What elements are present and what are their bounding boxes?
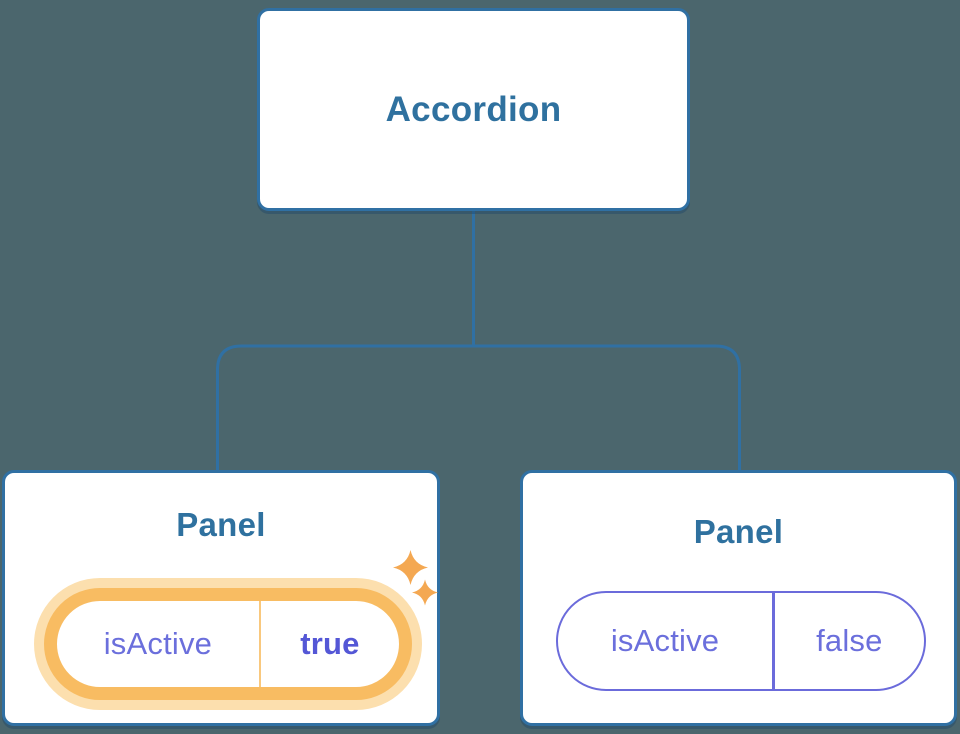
prop-value: false <box>816 623 883 658</box>
panel-node-active: Panel isActive true <box>2 470 440 726</box>
prop-name-cell: isActive <box>57 601 259 687</box>
prop-value-cell: true <box>261 601 399 687</box>
sparkle-icon <box>412 579 438 606</box>
prop-name: isActive <box>103 626 213 661</box>
panel-node-inactive: Panel isActive false <box>520 470 957 726</box>
prop-value-cell: false <box>775 593 924 689</box>
panel-inactive-label: Panel <box>693 513 784 550</box>
prop-name: isActive <box>610 623 720 658</box>
state-pill-active: isActive true <box>44 588 412 700</box>
prop-name-cell: isActive <box>558 593 772 689</box>
connector-branches <box>216 344 741 471</box>
prop-value: true <box>300 626 360 661</box>
accordion-node-label: Accordion <box>385 89 562 129</box>
accordion-node: Accordion <box>257 8 690 211</box>
pill-divider <box>258 601 261 687</box>
state-pill-inactive: isActive false <box>556 591 926 691</box>
sparkle-icon <box>393 550 428 585</box>
pill-divider <box>772 593 775 689</box>
panel-active-label: Panel <box>176 506 266 543</box>
